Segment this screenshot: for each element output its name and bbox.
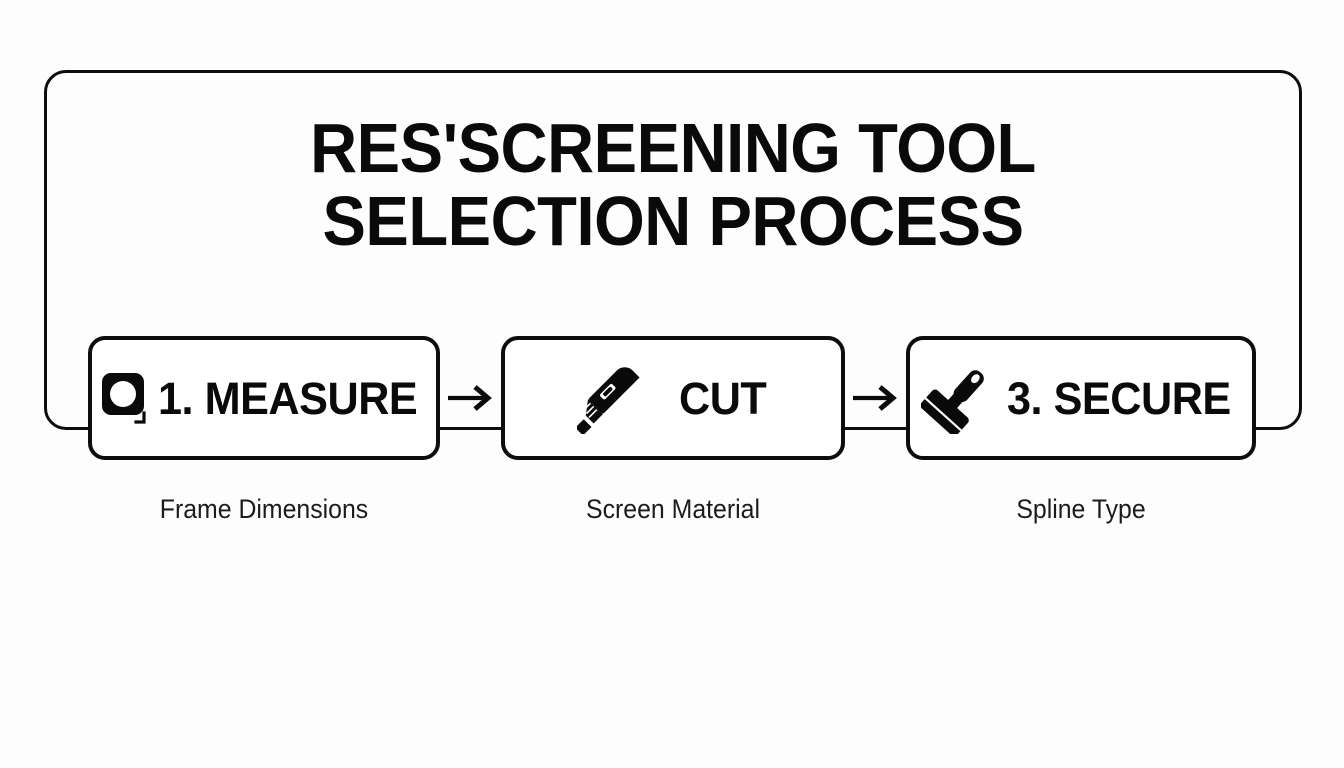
arrow-right-icon [447, 381, 495, 415]
spline-roller-icon [921, 362, 995, 434]
caption-screen-material: Screen Material [586, 494, 760, 524]
step-box-secure[interactable]: 3. SECURE [906, 336, 1256, 460]
step-captions-row: Frame Dimensions Screen Material Spline … [88, 492, 1256, 526]
process-steps-row: 1. MEASURE [88, 336, 1256, 460]
step-box-measure[interactable]: 1. MEASURE [88, 336, 440, 460]
step-box-cut[interactable]: CUT [501, 336, 845, 460]
step-label-secure: 3. SECURE [1007, 372, 1232, 424]
tape-measure-icon [100, 369, 152, 427]
utility-knife-icon [576, 362, 647, 434]
caption-frame-dimensions: Frame Dimensions [159, 494, 369, 524]
arrow-right-icon [852, 381, 900, 415]
step-label-measure: 1. MEASURE [157, 372, 418, 424]
caption-spline-type: Spline Type [1016, 494, 1146, 524]
step-label-cut: CUT [678, 372, 767, 424]
